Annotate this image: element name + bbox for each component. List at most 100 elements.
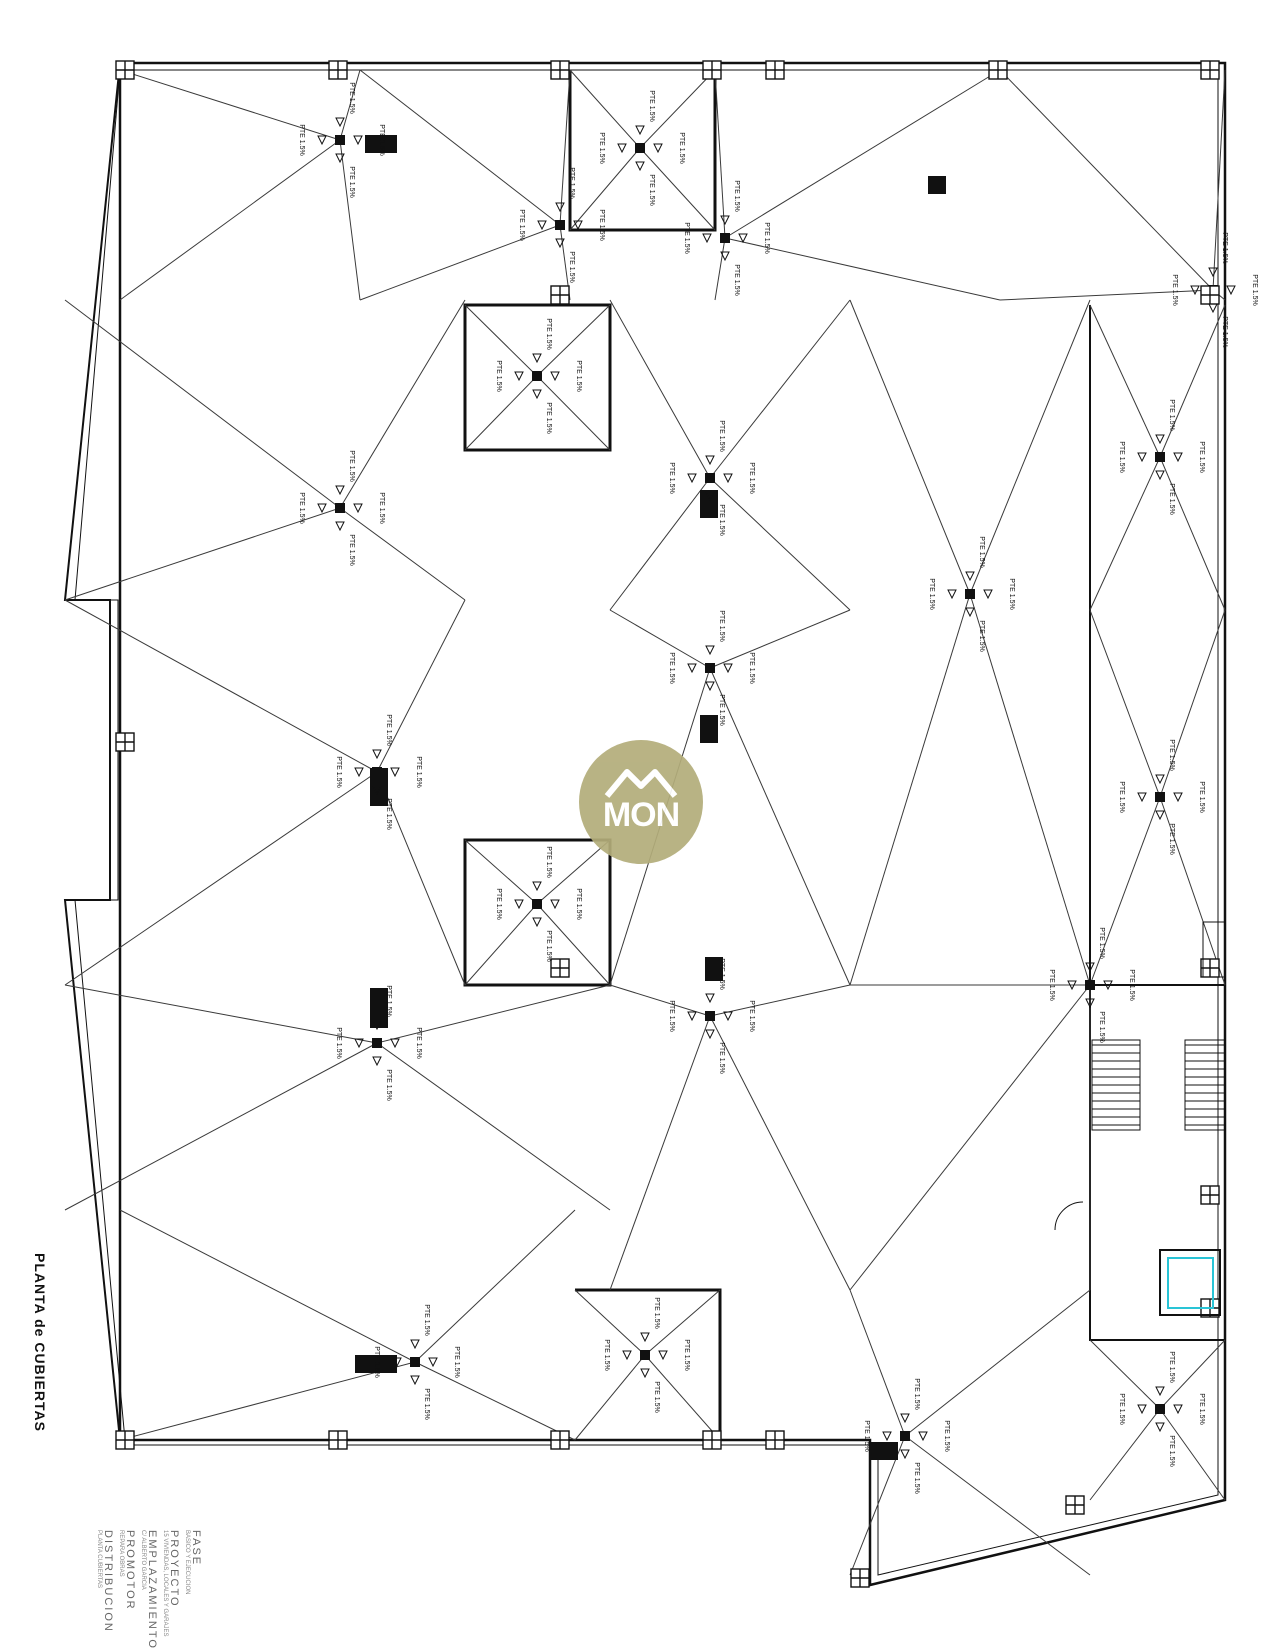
- slope-label: PTE 1.5%: [1168, 1351, 1175, 1383]
- ridge-line: [1089, 304, 1161, 458]
- ridge-line: [999, 69, 1214, 291]
- ridge-line: [569, 69, 641, 149]
- mountain-icon: [604, 769, 678, 798]
- ridge-line: [904, 1435, 1091, 1576]
- slope-label: PTE 1.5%: [335, 756, 342, 788]
- slope-label: PTE 1.5%: [495, 360, 502, 392]
- slope-label: PTE 1.5%: [298, 492, 305, 524]
- slope-arrow-icon: [965, 571, 975, 582]
- slope-label: PTE 1.5%: [1251, 274, 1258, 306]
- ridge-line: [709, 667, 851, 986]
- slope-arrow-icon: [687, 1011, 697, 1022]
- slope-label: PTE 1.5%: [763, 222, 770, 254]
- slope-label: PTE 1.5%: [718, 1042, 725, 1074]
- title-block-heading: PROYECTO: [168, 1530, 180, 1608]
- ridge-line: [64, 507, 341, 601]
- ridge-line: [376, 771, 466, 986]
- title-block-value: BASICO Y EJECUCION: [184, 1530, 190, 1595]
- slope-arrow-icon: [532, 917, 542, 928]
- slope-arrow-icon: [1155, 434, 1165, 445]
- slope-arrow-icon: [1208, 303, 1218, 314]
- ridge-line: [724, 237, 1001, 301]
- slope-arrow-icon: [1173, 452, 1183, 463]
- title-block-value: C/ ALBERTO GARCIA: [140, 1530, 146, 1590]
- slope-label: PTE 1.5%: [298, 124, 305, 156]
- slope-arrow-icon: [335, 521, 345, 532]
- slope-label: PTE 1.5%: [1168, 483, 1175, 515]
- ridge-line: [714, 69, 726, 239]
- ridge-line: [1159, 456, 1226, 611]
- ridge-line: [119, 139, 341, 301]
- slope-arrow-icon: [532, 881, 542, 892]
- slope-arrow-icon: [354, 767, 364, 778]
- slope-label: PTE 1.5%: [683, 222, 690, 254]
- slope-arrow-icon: [640, 1368, 650, 1379]
- slope-label: PTE 1.5%: [913, 1378, 920, 1410]
- ridge-line: [644, 1289, 721, 1356]
- slope-label: PTE 1.5%: [653, 1381, 660, 1413]
- drain-icon: [900, 1431, 910, 1441]
- ridge-line: [1089, 1339, 1161, 1410]
- slope-arrow-icon: [372, 1056, 382, 1067]
- drain-icon: [635, 143, 645, 153]
- ridge-line: [609, 984, 711, 1017]
- slope-label: PTE 1.5%: [668, 1000, 675, 1032]
- ridge-line: [339, 507, 466, 601]
- slope-label: PTE 1.5%: [1171, 274, 1178, 306]
- slope-arrow-icon: [617, 143, 627, 154]
- slope-arrow-icon: [390, 767, 400, 778]
- slope-arrow-icon: [882, 1431, 892, 1442]
- ridge-line: [559, 69, 571, 226]
- slope-arrow-icon: [1137, 792, 1147, 803]
- title-block-heading: DISTRIBUCION: [102, 1530, 114, 1633]
- slope-arrow-icon: [550, 899, 560, 910]
- slope-label: PTE 1.5%: [385, 1069, 392, 1101]
- slope-label: PTE 1.5%: [1098, 927, 1105, 959]
- slope-arrow-icon: [900, 1413, 910, 1424]
- drain-icon: [705, 1011, 715, 1021]
- ridge-line: [536, 304, 611, 377]
- ridge-line: [536, 375, 611, 451]
- slope-arrow-icon: [720, 251, 730, 262]
- slope-label: PTE 1.5%: [348, 82, 355, 114]
- slope-label: PTE 1.5%: [913, 1462, 920, 1494]
- slope-label: PTE 1.5%: [453, 1346, 460, 1378]
- slope-label: PTE 1.5%: [748, 652, 755, 684]
- title-block-heading: PROMOTOR: [124, 1530, 136, 1611]
- slope-arrow-icon: [705, 645, 715, 656]
- slope-label: PTE 1.5%: [598, 209, 605, 241]
- slope-arrow-icon: [1155, 810, 1165, 821]
- slope-arrow-icon: [532, 353, 542, 364]
- slope-arrow-icon: [335, 117, 345, 128]
- drain-icon: [372, 1038, 382, 1048]
- drain-icon: [1085, 980, 1095, 990]
- slope-arrow-icon: [947, 589, 957, 600]
- vent-icon: [928, 176, 946, 194]
- ridge-line: [339, 299, 466, 509]
- ridge-line: [709, 984, 851, 1017]
- drain-icon: [532, 899, 542, 909]
- slope-arrow-icon: [705, 1029, 715, 1040]
- ridge-line: [709, 477, 851, 611]
- slope-arrow-icon: [573, 220, 583, 231]
- slope-label: PTE 1.5%: [568, 251, 575, 283]
- slope-arrow-icon: [640, 1332, 650, 1343]
- slope-arrow-icon: [317, 503, 327, 514]
- title-block-value: 15 VIVIENDAS, LOCALES Y GARAJES: [162, 1530, 168, 1637]
- slope-arrow-icon: [687, 663, 697, 674]
- title-block-value: PLANTA CUBIERTAS: [96, 1530, 102, 1589]
- ridge-line: [969, 593, 1091, 986]
- vent-icon: [370, 768, 388, 806]
- ridge-line: [1159, 609, 1226, 798]
- slope-arrow-icon: [1103, 980, 1113, 991]
- slope-label: PTE 1.5%: [1198, 781, 1205, 813]
- ridge-line: [64, 1042, 378, 1211]
- slope-label: PTE 1.5%: [1118, 441, 1125, 473]
- slope-arrow-icon: [317, 135, 327, 146]
- ridge-line: [609, 477, 711, 611]
- ridge-line: [536, 903, 611, 986]
- ridge-line: [376, 599, 466, 773]
- stair-core: [1054, 921, 1226, 1231]
- ridge-line: [969, 299, 1091, 595]
- vent-icon: [705, 957, 723, 981]
